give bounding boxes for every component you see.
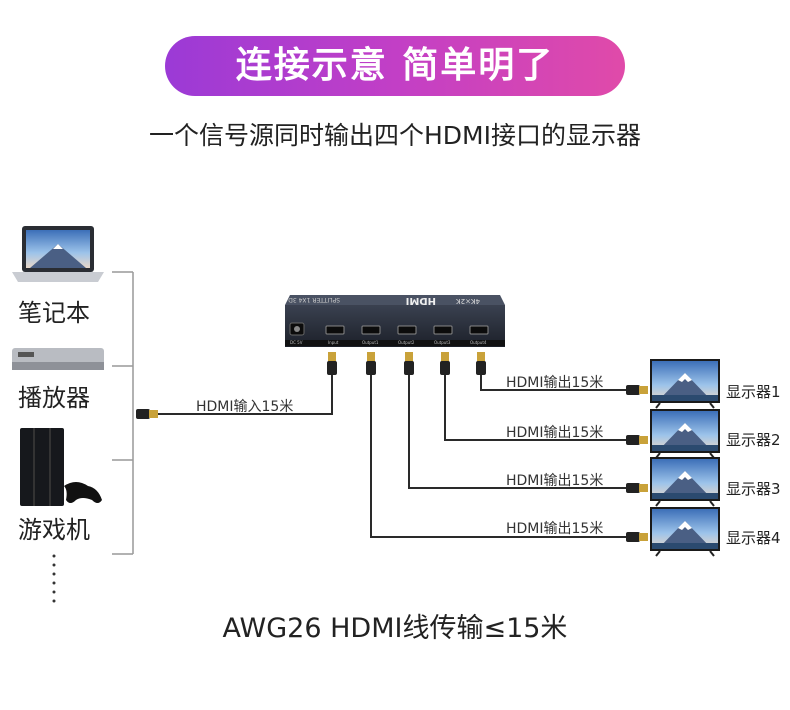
source-label-console: 游戏机 [18,516,90,544]
output-cable-3 [404,352,648,493]
monitor-2 [650,409,720,459]
output-cable-label-4: HDMI输出15米 [506,521,604,537]
splitter-brand: HDMI [406,295,436,306]
input-cable [136,352,337,419]
monitor-3 [650,457,720,507]
hdmi-splitter: 4K×2K HDMI SPLITTER 1X4 3D DC 5V Input O… [285,295,505,347]
monitor-label-2: 显示器2 [726,431,781,449]
monitor-label-4: 显示器4 [726,529,781,547]
splitter-badge: 4K×2K [456,297,480,305]
laptop-icon [12,226,104,282]
monitor-1 [650,359,720,409]
footer-note: AWG26 HDMI线传输≤15米 [222,613,568,644]
source-label-laptop: 笔记本 [18,299,90,327]
input-cable-label: HDMI输入15米 [196,399,294,415]
monitor-label-1: 显示器1 [726,383,781,401]
output-cable-label-2: HDMI输出15米 [506,425,604,441]
output-cable-1 [476,352,648,395]
output-cable-label-1: HDMI输出15米 [506,375,604,391]
splitter-model: SPLITTER 1X4 3D [288,296,340,303]
splitter-dc-label: DC 5V [290,340,303,345]
source-label-player: 播放器 [18,384,90,412]
port-label-input: Input [328,340,339,345]
port-label-output1: Output1 [362,340,379,345]
game-console-icon [20,428,102,506]
port-label-output3: Output3 [434,340,451,345]
monitor-4 [650,507,720,557]
more-sources-dots [52,554,56,603]
port-label-output2: Output2 [398,340,415,345]
media-player-icon [12,348,104,370]
source-bracket [112,271,134,555]
monitor-label-3: 显示器3 [726,480,781,498]
output-cable-label-3: HDMI输出15米 [506,473,604,489]
port-label-output4: Output4 [470,340,487,345]
output-cable-4 [366,352,648,542]
subtitle: 一个信号源同时输出四个HDMI接口的显示器 [149,121,641,150]
title-banner: 连接示意 简单明了 [165,36,625,96]
output-cable-2 [440,352,648,445]
